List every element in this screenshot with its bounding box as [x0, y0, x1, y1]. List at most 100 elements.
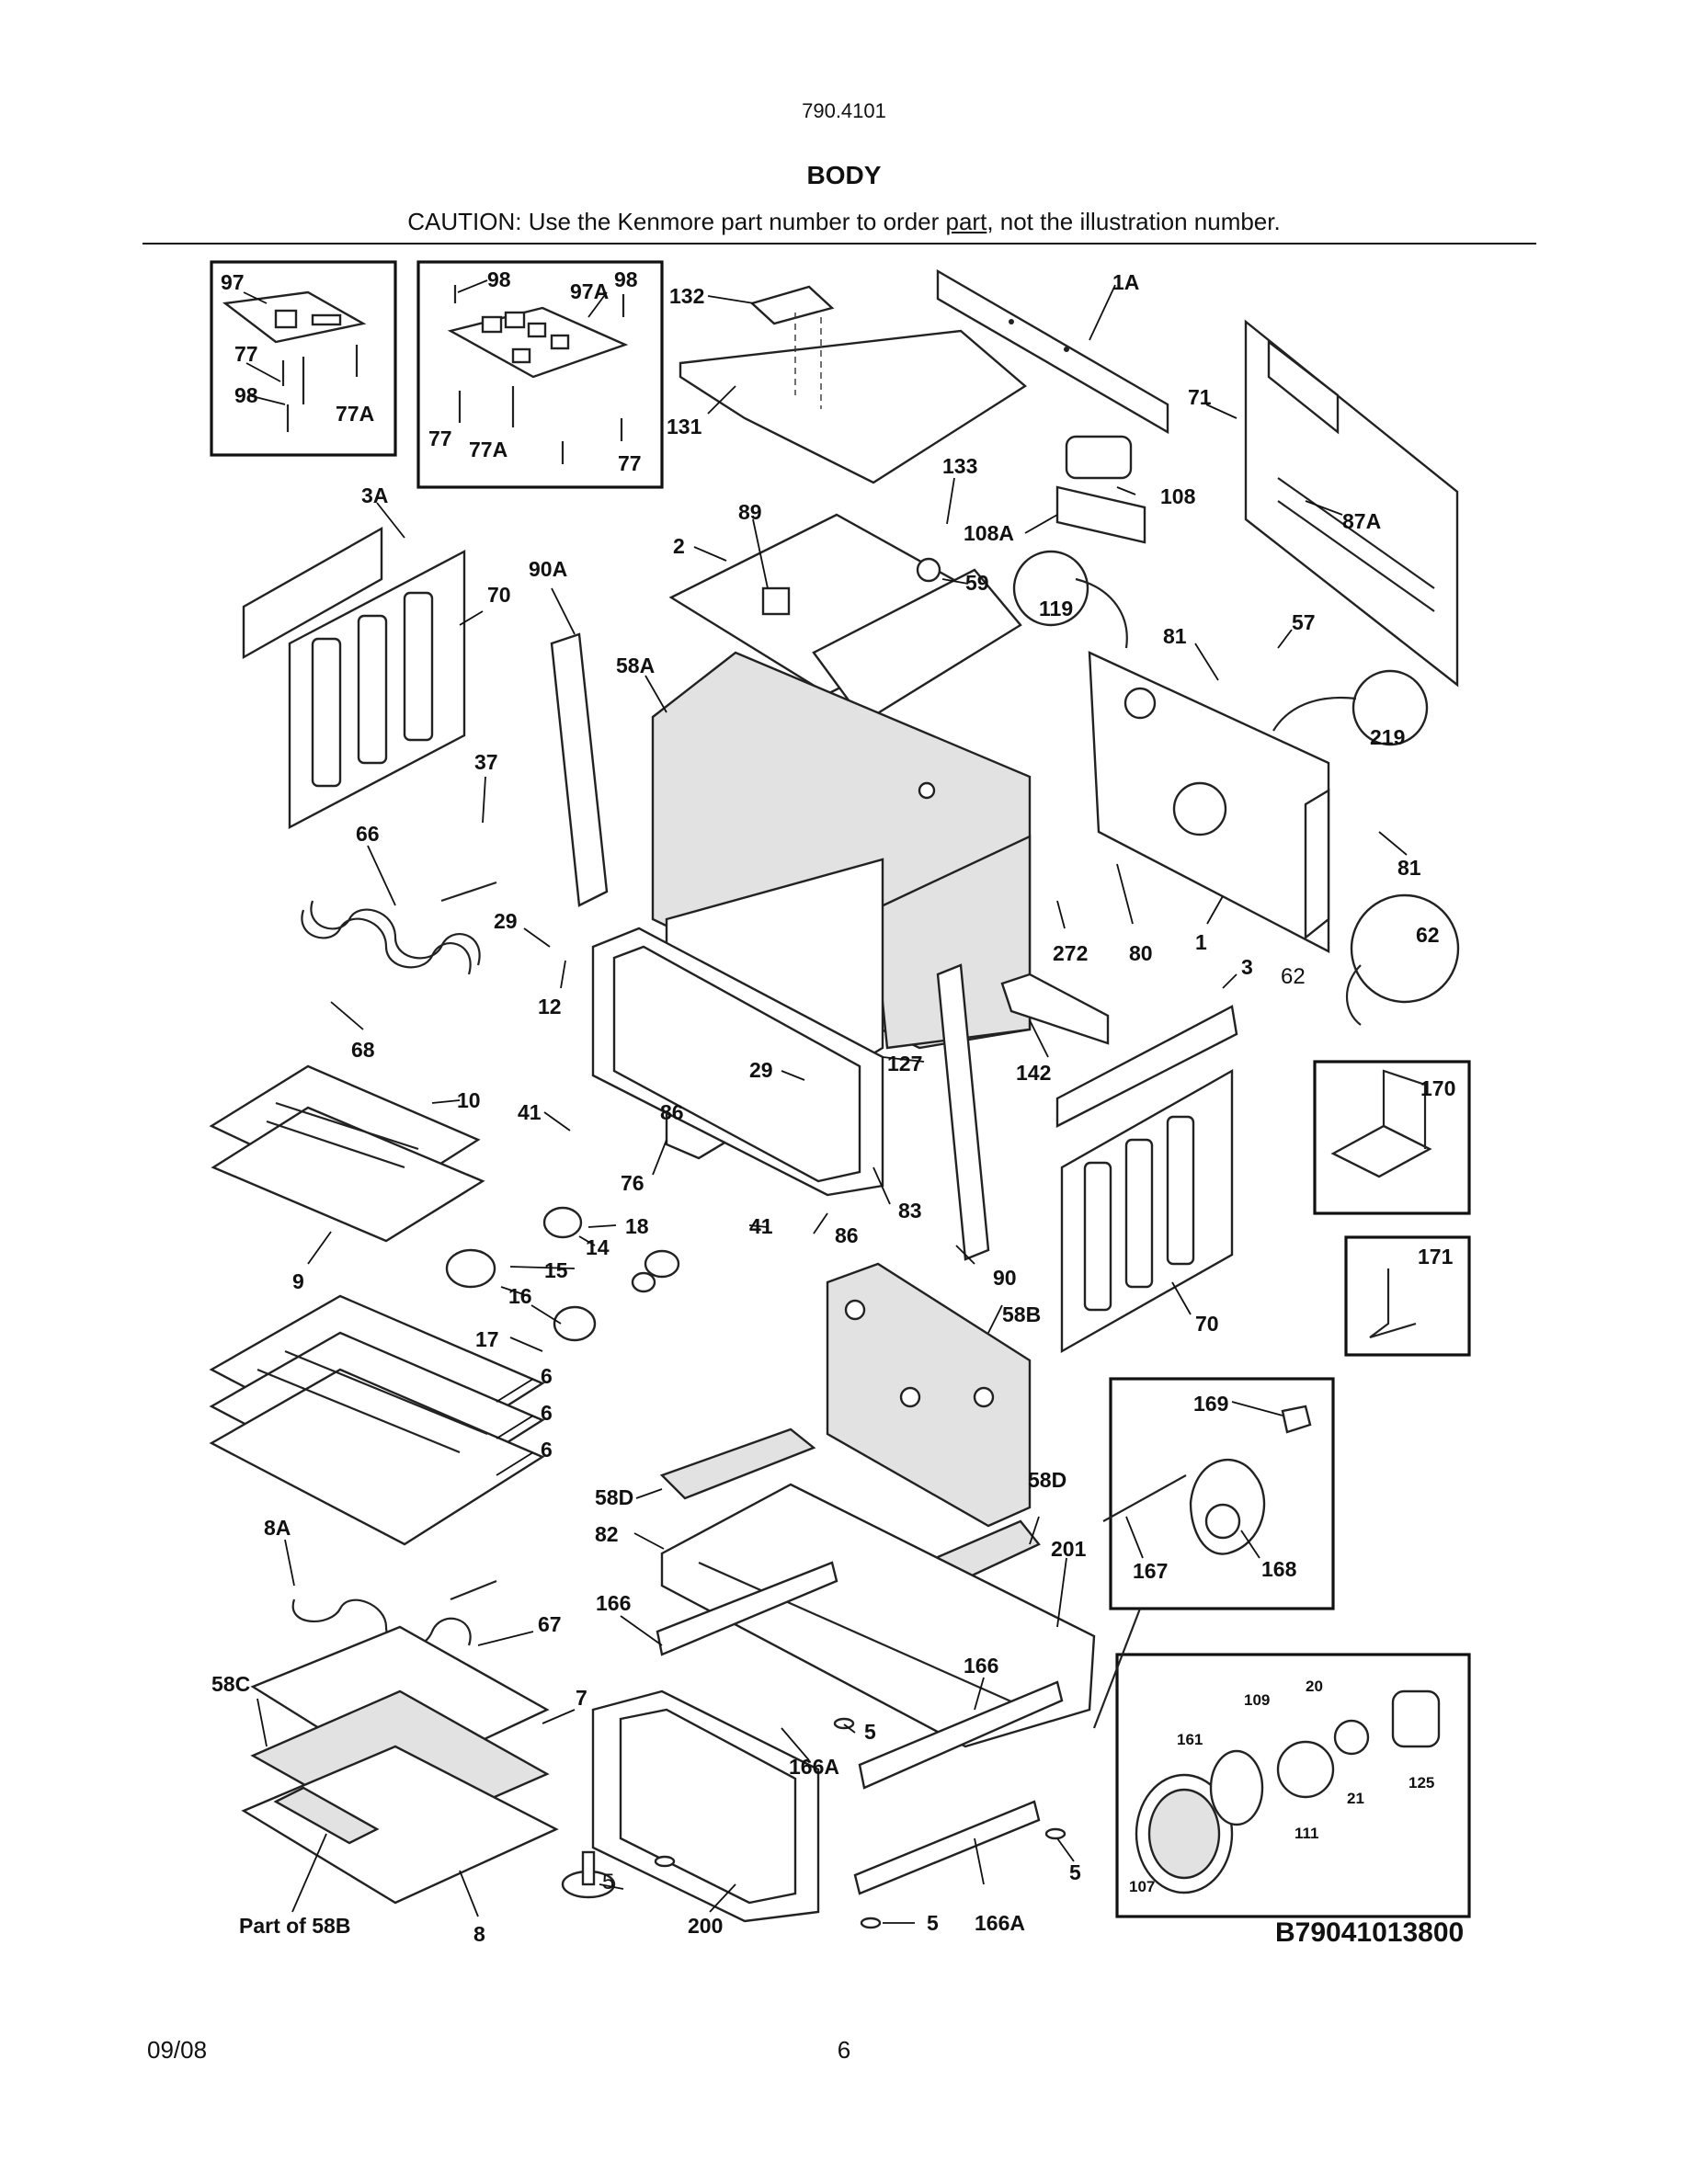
model-number: 790.4101 [802, 99, 886, 122]
callout-169: 169 [1193, 1392, 1228, 1416]
callout-272: 272 [1053, 941, 1088, 965]
callout-167: 167 [1133, 1559, 1168, 1583]
callout-41-bottom: 41 [749, 1214, 773, 1238]
arrow-219 [1272, 697, 1357, 732]
callout-circle-119 [1012, 550, 1089, 627]
drawer-front-200 [591, 1689, 820, 1923]
callout-1: 1 [1195, 930, 1207, 954]
callout-168: 168 [1261, 1557, 1297, 1581]
callout-59: 59 [965, 571, 989, 595]
callout-77-left: 77 [234, 342, 258, 366]
callout-1a: 1A [1112, 270, 1139, 294]
front-frame-76 [591, 927, 884, 1197]
callout-18: 18 [625, 1214, 649, 1238]
inset-box-control-board-large [416, 260, 664, 489]
broil-pan [209, 1064, 485, 1243]
header-rule [143, 243, 1536, 245]
callout-111: 111 [1295, 1825, 1319, 1842]
callout-201: 201 [1051, 1537, 1087, 1561]
callout-97: 97 [221, 270, 245, 294]
callout-62-loose: 62 [1281, 964, 1306, 989]
callout-6-middle: 6 [541, 1401, 553, 1425]
leveling-legs [561, 1717, 1066, 1929]
caution-text-post: , not the illustration number. [987, 208, 1281, 235]
page-title: BODY [806, 161, 882, 189]
rear-brace-1a [936, 268, 1169, 435]
callout-10: 10 [457, 1088, 481, 1112]
callout-7: 7 [576, 1686, 587, 1710]
broil-element-66 [301, 881, 497, 975]
callout-90a: 90A [529, 557, 567, 581]
callout-14: 14 [586, 1235, 610, 1259]
callout-circle-219 [1352, 669, 1429, 746]
inset-box-control-board-small [210, 260, 397, 457]
inset-box-convection-motor [1109, 1377, 1335, 1610]
callout-29-left: 29 [494, 909, 518, 933]
callout-12: 12 [538, 995, 562, 1018]
oven-top-panel-2 [668, 513, 1022, 723]
callout-8: 8 [473, 1922, 485, 1946]
callout-17: 17 [475, 1327, 499, 1351]
callout-20: 20 [1306, 1678, 1323, 1695]
callout-5-upper: 5 [864, 1720, 876, 1744]
callout-6-bottom: 6 [541, 1438, 553, 1462]
bake-element-8a [291, 1579, 497, 1648]
callout-71: 71 [1188, 385, 1212, 409]
callout-70-right: 70 [1195, 1312, 1219, 1336]
footer-date: 09/08 [147, 2036, 208, 2064]
back-panel-71 [1244, 319, 1459, 688]
callout-108a: 108A [964, 521, 1014, 545]
callout-119: 119 [1039, 597, 1073, 620]
callout-98-top-left: 98 [487, 267, 511, 291]
callout-5-leg: 5 [602, 1870, 614, 1894]
callout-57: 57 [1292, 610, 1316, 634]
callout-5-right: 5 [1069, 1860, 1081, 1884]
oven-bottom-panels [241, 1625, 559, 1905]
callout-2: 2 [673, 534, 685, 558]
arrow-62 [1345, 964, 1362, 1026]
callout-16: 16 [508, 1284, 532, 1308]
side-panel-right [1055, 1005, 1238, 1354]
callout-part-of-58b: Part of 58B [239, 1914, 350, 1938]
control-board-small [222, 290, 367, 432]
bracket-171 [1369, 1268, 1417, 1339]
inset-box-171 [1344, 1235, 1471, 1357]
brace-142 [1000, 973, 1110, 1045]
callout-3a: 3A [361, 483, 388, 507]
callout-83: 83 [898, 1199, 922, 1223]
callout-29-center: 29 [749, 1058, 773, 1082]
footer-page-number: 6 [837, 2036, 851, 2064]
callout-circle-62 [1350, 893, 1460, 1004]
callout-41-top: 41 [518, 1100, 542, 1124]
callout-67: 67 [538, 1612, 562, 1636]
callout-5-bottom: 5 [927, 1911, 939, 1935]
callout-90: 90 [993, 1266, 1017, 1290]
callout-58b: 58B [1002, 1302, 1041, 1326]
callout-107: 107 [1129, 1878, 1155, 1895]
callout-127: 127 [887, 1052, 922, 1075]
drawer-frame [660, 1483, 1096, 1748]
callout-125: 125 [1409, 1774, 1434, 1792]
callout-97a: 97A [570, 279, 609, 303]
diagram-code: B79041013800 [1275, 1917, 1464, 1948]
callout-166-right: 166 [964, 1654, 998, 1678]
callout-3: 3 [1241, 955, 1253, 979]
callout-77-bottom-left: 77 [428, 427, 452, 450]
callout-15: 15 [544, 1258, 568, 1282]
callout-200: 200 [688, 1914, 723, 1938]
callout-166a-upper: 166A [789, 1755, 839, 1779]
drawer-slides [656, 1561, 1064, 1895]
callout-58a: 58A [616, 654, 655, 677]
callout-108: 108 [1160, 484, 1196, 508]
callout-89: 89 [738, 500, 762, 524]
caution-text-underlined: part [945, 208, 987, 235]
callout-82: 82 [595, 1522, 619, 1546]
callout-161: 161 [1177, 1731, 1203, 1748]
arrow-119 [1075, 577, 1128, 649]
callout-76: 76 [621, 1171, 644, 1195]
side-panel-left [242, 526, 466, 829]
callout-80: 80 [1129, 941, 1153, 965]
callout-58d-left: 58D [595, 1485, 633, 1509]
insulation-58b [826, 1262, 1032, 1528]
